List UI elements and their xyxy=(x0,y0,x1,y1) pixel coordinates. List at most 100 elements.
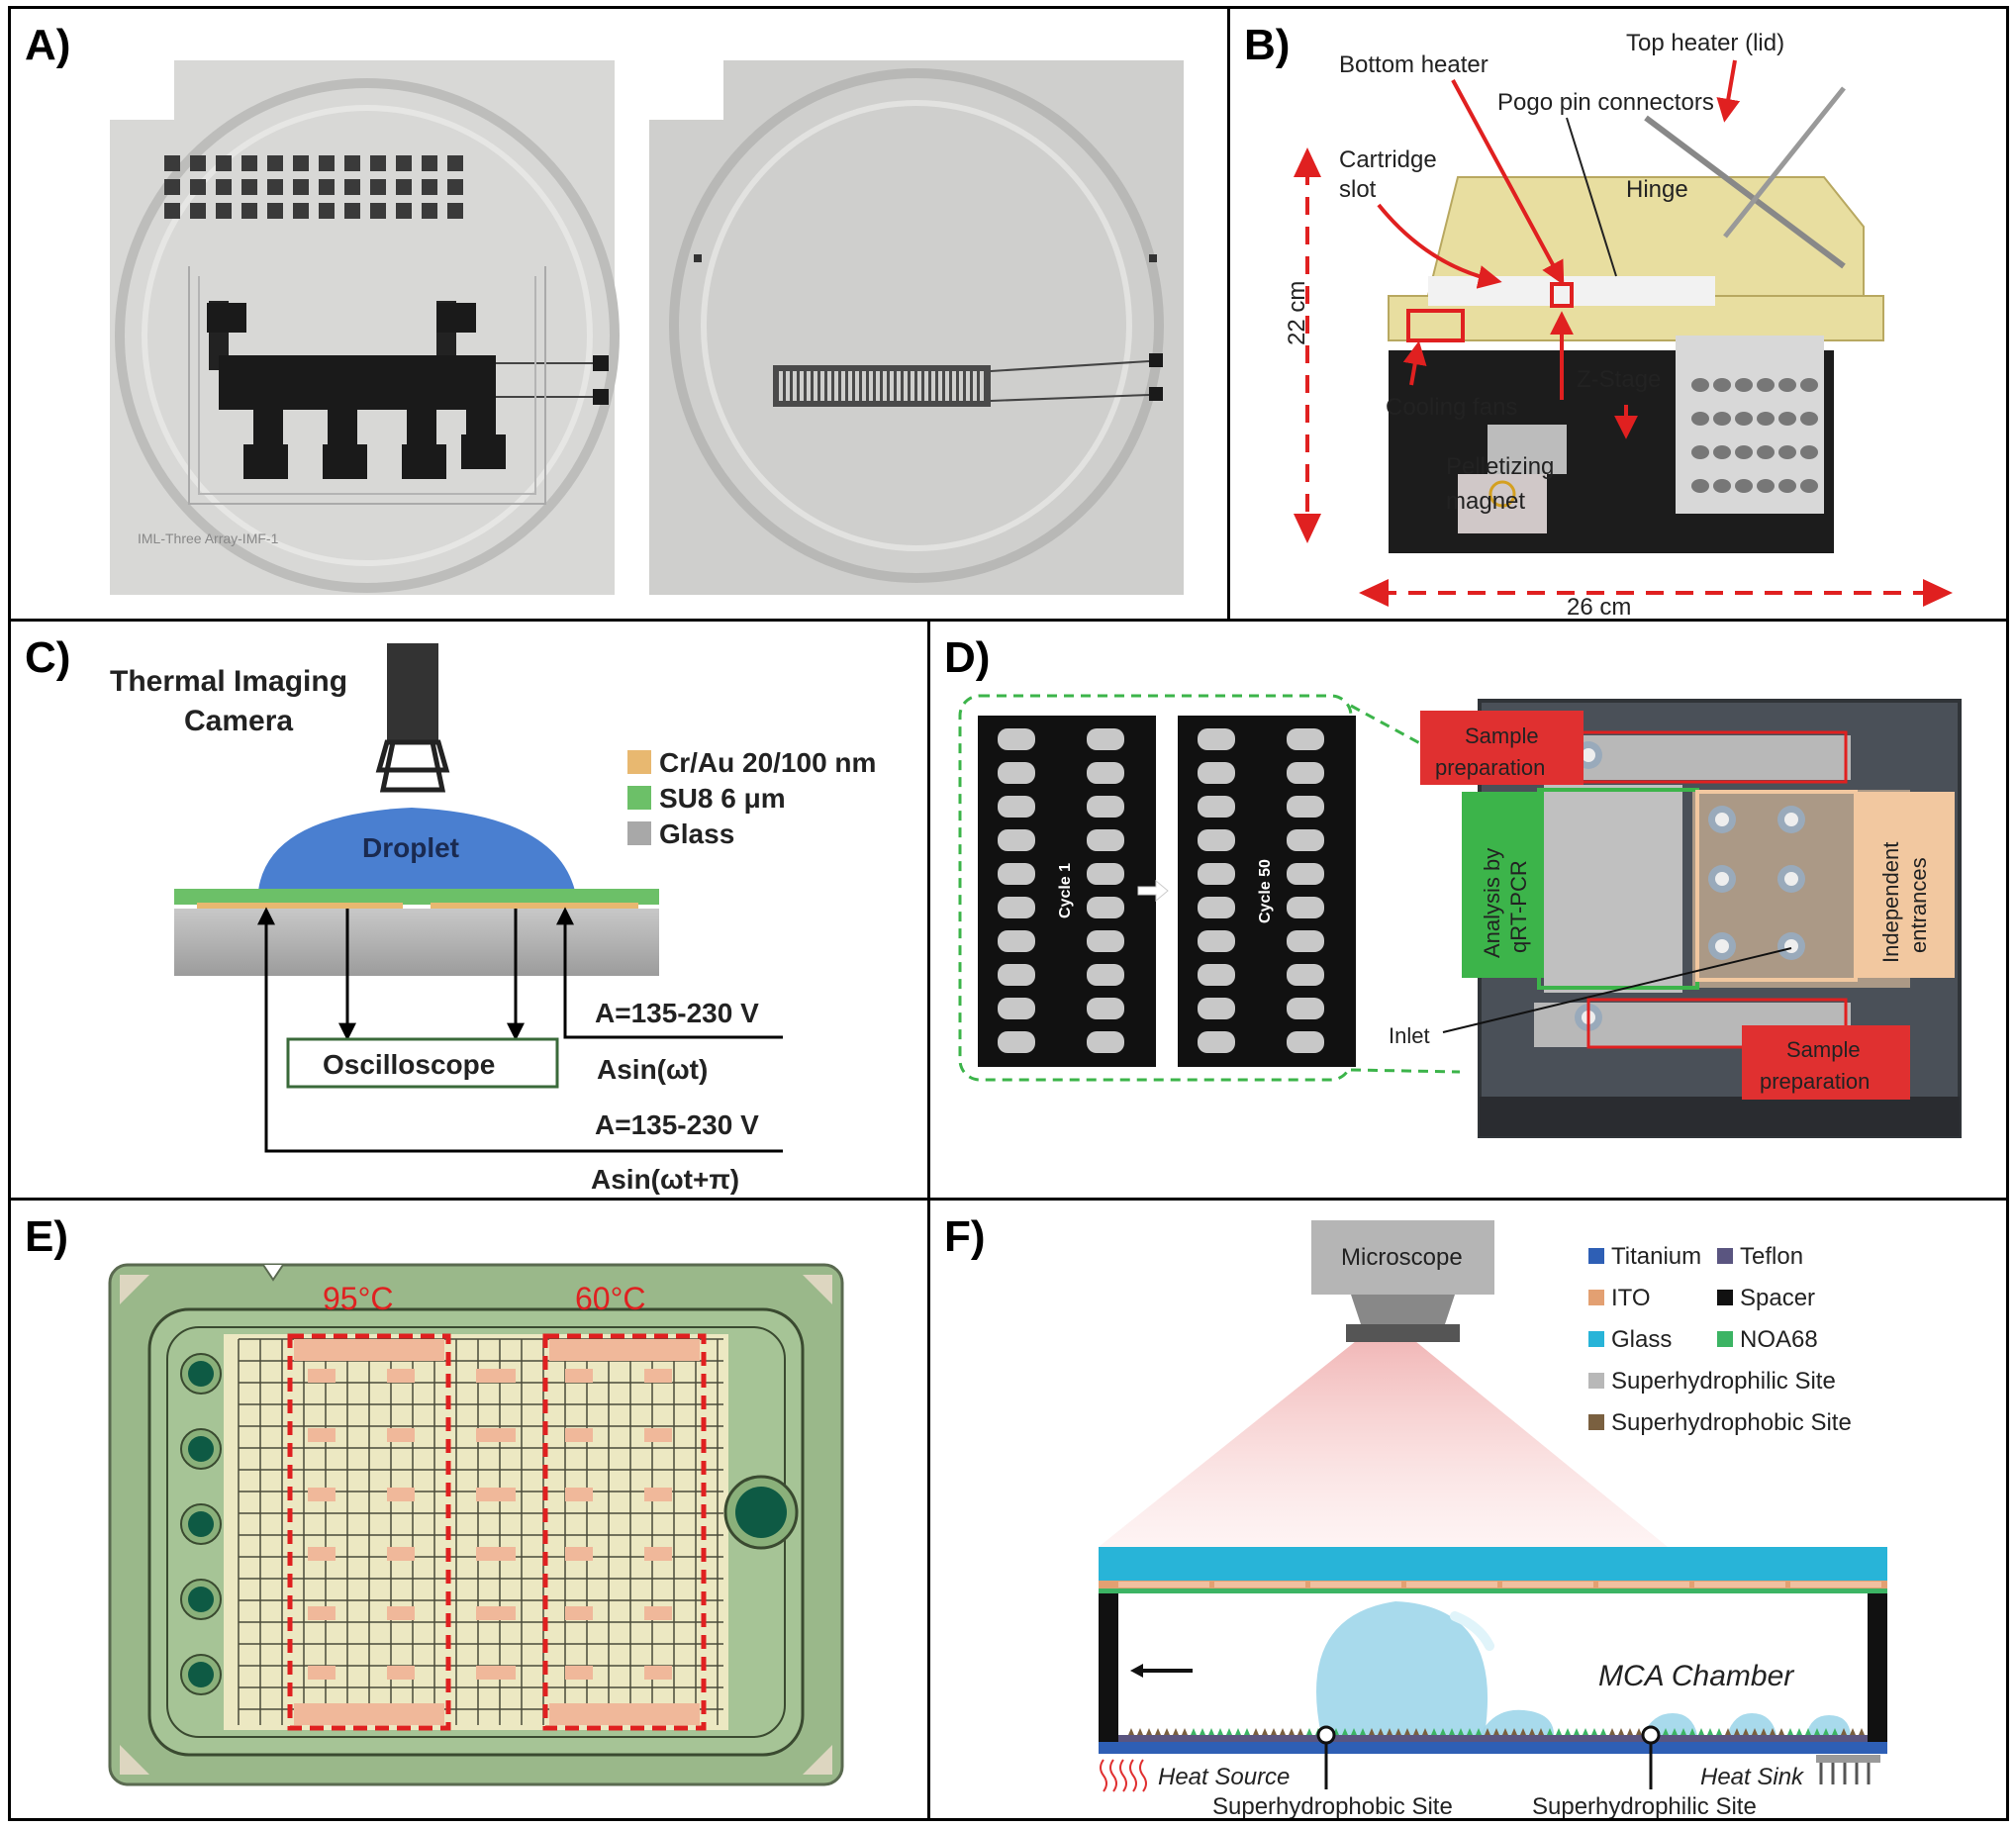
legend-teflon: Teflon xyxy=(1740,1243,1803,1270)
left-chip-photo: IML-Three Array-IMF-1 xyxy=(110,60,620,595)
progress-arrow-icon xyxy=(1137,879,1169,903)
panel-f-illustration: Microscope Titanium Teflon ITO Spacer Gl… xyxy=(1099,1220,1887,1818)
panel-b: B) xyxy=(1227,6,2009,622)
signal2-fn: Asin(ωt+π) xyxy=(591,1164,739,1195)
label-width: 26 cm xyxy=(1567,594,1631,619)
philic-site-label: Superhydrophilic Site xyxy=(1532,1793,1757,1818)
zone-95-label: 95°C xyxy=(323,1281,394,1316)
camera-label-1: Thermal Imaging xyxy=(110,665,347,698)
entrances-label-1: Independent xyxy=(1878,842,1903,963)
legend-titanium: Titanium xyxy=(1611,1243,1701,1270)
phobic-site-label: Superhydrophobic Site xyxy=(1212,1793,1453,1818)
sample-prep-bottom-frame xyxy=(1586,998,1848,1049)
entrances-frame xyxy=(1695,790,1858,982)
entrances-label-2: entrances xyxy=(1906,857,1931,953)
panel-e-illustration: 95°C 60°C xyxy=(108,1263,844,1786)
sample-prep-bottom-2: preparation xyxy=(1760,1069,1870,1094)
sample-prep-top-1: Sample xyxy=(1465,723,1539,748)
panel-b-letter: B) xyxy=(1244,21,1291,69)
legend-label-crau: Cr/Au 20/100 nm xyxy=(659,747,876,778)
wiring xyxy=(257,907,783,1153)
inlet-label: Inlet xyxy=(1389,1023,1430,1048)
label-top-heater: Top heater (lid) xyxy=(1626,30,1784,56)
heat-sink-label: Heat Sink xyxy=(1700,1764,1805,1790)
panel-f: F) Microscope Titanium Teflon ITO Spacer xyxy=(927,1198,2009,1821)
label-height: 22 cm xyxy=(1284,281,1310,345)
inlet-leader xyxy=(1442,947,1792,1033)
electrode-right xyxy=(431,903,638,909)
legend-spacer: Spacer xyxy=(1740,1285,1815,1311)
pogo-leader xyxy=(1566,117,1617,277)
panel-a: A) xyxy=(8,6,1230,622)
label-pogo: Pogo pin connectors xyxy=(1497,89,1714,116)
panel-c-illustration: Thermal Imaging Camera Droplet Cr/Au 20/… xyxy=(110,643,876,1195)
su8-layer xyxy=(174,889,659,905)
label-pellet-2: magnet xyxy=(1446,488,1525,515)
panel-b-illustration: Bottom heater Top heater (lid) Pogo pin … xyxy=(1284,30,1953,619)
oscilloscope-box xyxy=(286,1037,559,1089)
instrument-body xyxy=(1388,86,1884,553)
zone-60-label: 60°C xyxy=(575,1281,646,1316)
chip-label: IML-Three Array-IMF-1 xyxy=(138,530,279,546)
legend-swatch-glass xyxy=(627,821,651,845)
analysis-box xyxy=(1462,792,1544,978)
legend-swatch-su8 xyxy=(627,786,651,810)
legend-glass: Glass xyxy=(1611,1326,1672,1353)
legend-superhydrophobic: Superhydrophobic Site xyxy=(1611,1409,1852,1436)
legend-label-glass: Glass xyxy=(659,818,734,849)
droplet-shape xyxy=(258,808,575,891)
legend-swatch-crau xyxy=(627,750,651,774)
cycle50-label: Cycle 50 xyxy=(1257,859,1274,923)
microscope-label: Microscope xyxy=(1341,1244,1463,1271)
microscope-objective xyxy=(1351,1295,1455,1324)
glass-substrate xyxy=(174,909,659,976)
chamber-label: MCA Chamber xyxy=(1598,1660,1794,1692)
mca-chamber xyxy=(1099,1547,1887,1792)
heat-sink-icon xyxy=(1816,1755,1880,1784)
panel-c-letter: C) xyxy=(25,633,71,682)
label-zstage: Z-Stage xyxy=(1577,366,1661,393)
sample-prep-top-2: preparation xyxy=(1435,755,1545,780)
panel-a-letter: A) xyxy=(25,21,71,69)
cartridge-drawing xyxy=(108,1263,844,1786)
label-hinge: Hinge xyxy=(1626,176,1688,203)
zoom-outline xyxy=(958,694,1353,1082)
signal1-amp: A=135-230 V xyxy=(595,998,759,1028)
panel-d: D) Cycle 1 Cycle 50 Sample preparation A… xyxy=(927,619,2009,1201)
signal2-amp: A=135-230 V xyxy=(595,1109,759,1140)
panel-e-letter: E) xyxy=(25,1212,68,1261)
label-cooling: Cooling fans xyxy=(1386,394,1517,421)
label-bottom-heater: Bottom heater xyxy=(1339,51,1488,78)
legend-superhydrophilic: Superhydrophilic Site xyxy=(1611,1368,1836,1395)
panel-a-illustration: IML-Three Array-IMF-1 xyxy=(110,60,1184,595)
camera-label-2: Camera xyxy=(184,705,293,737)
legend-ito: ITO xyxy=(1611,1285,1651,1311)
panel-f-letter: F) xyxy=(944,1212,986,1261)
signal1-fn: Asin(ωt) xyxy=(597,1054,708,1085)
droplet-label: Droplet xyxy=(362,832,459,863)
sample-prep-top-box xyxy=(1420,711,1584,785)
analysis-label-2: qRT-PCR xyxy=(1506,860,1531,953)
panel-c: C) Thermal Imaging Camera Droplet Cr/Au … xyxy=(8,619,930,1201)
analysis-label-1: Analysis by xyxy=(1480,848,1504,958)
legend-noa68: NOA68 xyxy=(1740,1326,1818,1353)
panel-e: E) 95°C 60°C xyxy=(8,1198,930,1821)
label-pellet-1: Pelletizing xyxy=(1446,453,1554,480)
zone-60-frame xyxy=(542,1333,707,1731)
electrode-array xyxy=(188,266,609,505)
material-legend xyxy=(1588,1248,1733,1430)
thermal-camera-icon xyxy=(375,643,450,793)
panel-d-letter: D) xyxy=(944,633,991,682)
zone-95-frame xyxy=(287,1333,451,1731)
electrode-left xyxy=(197,903,403,909)
callout-arrows xyxy=(1377,59,1741,439)
oscilloscope-label: Oscilloscope xyxy=(323,1049,495,1080)
cycle1-label: Cycle 1 xyxy=(1057,863,1074,918)
heat-waves-icon xyxy=(1100,1759,1147,1792)
microscope-body xyxy=(1311,1220,1494,1295)
dimension-arrowheads xyxy=(1294,147,1953,607)
legend-label-su8: SU8 6 μm xyxy=(659,783,786,814)
right-chip-photo xyxy=(649,60,1184,595)
sample-prep-bottom-1: Sample xyxy=(1786,1037,1861,1062)
entrances-box xyxy=(1856,792,1955,978)
